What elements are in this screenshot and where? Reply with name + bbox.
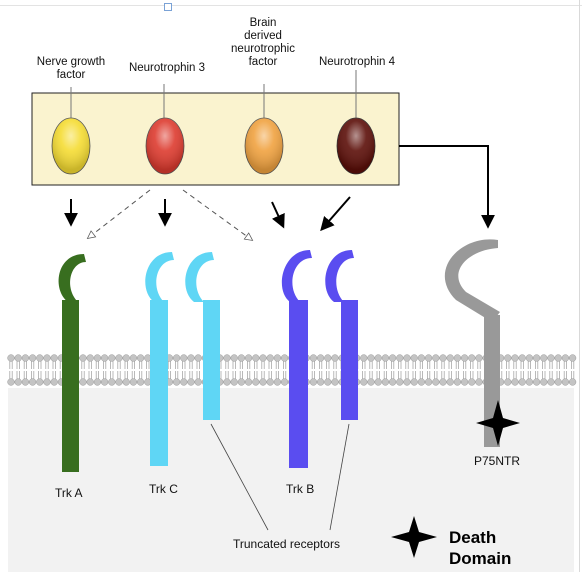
receptor-trkc-truncated[interactable] (185, 252, 220, 420)
ligand-label-nt3: Neurotrophin 3 (128, 62, 206, 74)
receptor-label-trka: Trk A (55, 486, 83, 500)
receptor-trkb-truncated[interactable] (325, 250, 358, 420)
truncated-receptors-label: Truncated receptors (233, 537, 340, 551)
receptor-label-trkb: Trk B (286, 482, 315, 496)
canvas-right-border (579, 0, 580, 572)
receptor-trkb[interactable] (281, 250, 312, 468)
ligand-label-pointers (70, 70, 357, 120)
ligand-nt3[interactable] (145, 117, 185, 175)
receptor-label-trkc: Trk C (149, 482, 178, 496)
receptors (58, 239, 500, 472)
death-domain-label-line1: Death (449, 528, 497, 547)
arrow-bdnf-trkb (271, 201, 285, 229)
receptor-trkc[interactable] (145, 252, 174, 466)
cell-membrane (7, 354, 577, 386)
arrow-nt3-trkb-dashed (182, 189, 252, 240)
death-domain-legend-star-icon (391, 516, 437, 558)
canvas-top-border (0, 5, 582, 6)
ligand-label-bdnf: Brain derived neurotrophic factor (231, 17, 295, 68)
ligands (51, 117, 376, 175)
ligand-ngf[interactable] (51, 117, 91, 175)
receptor-label-p75ntr: P75NTR (474, 454, 521, 468)
ligand-nt4[interactable] (336, 117, 376, 175)
death-domain-star-icon (476, 400, 520, 446)
ligand-label-nt4: Neurotrophin 4 (318, 56, 396, 68)
death-domain-label-line2: Domain (449, 549, 512, 568)
ligand-bdnf[interactable] (244, 117, 284, 175)
binding-arrows (64, 145, 495, 240)
selection-handle-icon[interactable] (164, 3, 172, 11)
truncated-pointers (210, 423, 350, 531)
arrow-nt3-trka-dashed (88, 189, 151, 238)
ligand-label-ngf: Nerve growth factor (36, 56, 106, 81)
receptor-trka[interactable] (58, 254, 86, 472)
arrow-to-p75ntr (399, 145, 495, 229)
arrow-nt4-trkb (320, 196, 351, 232)
